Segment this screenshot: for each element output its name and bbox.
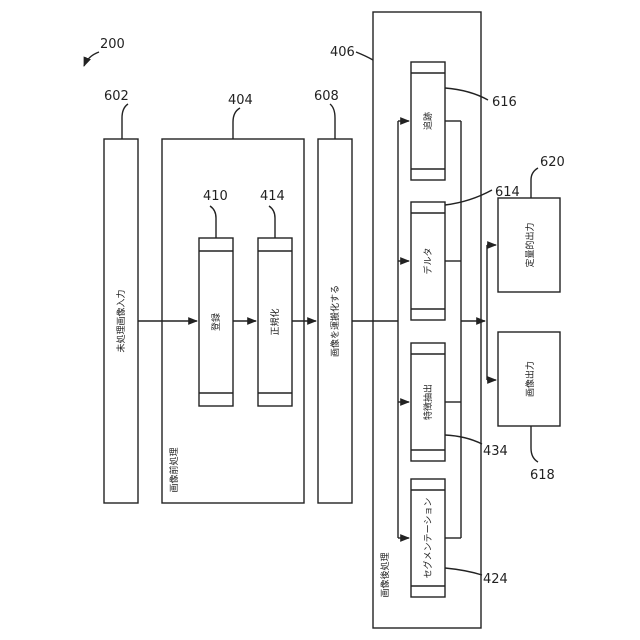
- tracking-ref: 616: [492, 95, 517, 110]
- image-output-ref: 618: [530, 468, 555, 483]
- delta-label: デルタ: [422, 247, 434, 274]
- distribute-leader: [330, 104, 335, 139]
- quant-output-ref: 620: [540, 155, 565, 170]
- preprocess-label: 画像前処理: [168, 447, 180, 492]
- segmentation-ref: 424: [483, 572, 508, 587]
- postprocess-ref: 406: [330, 45, 355, 60]
- raw-input-leader: [122, 104, 128, 139]
- tracking-label: 追跡: [422, 112, 434, 130]
- raw-input-ref: 602: [104, 89, 129, 104]
- image-output-label: 画像出力: [524, 361, 536, 397]
- quant-output-leader: [531, 168, 538, 198]
- register-ref: 410: [203, 189, 228, 204]
- figure-ref-arrow: [84, 52, 99, 66]
- normalize-ref: 414: [260, 189, 285, 204]
- normalize-label: 正規化: [269, 308, 281, 335]
- image-output-leader: [531, 426, 538, 462]
- preprocess-ref: 404: [228, 93, 253, 108]
- distribute-ref: 608: [314, 89, 339, 104]
- register-label: 登録: [210, 313, 222, 331]
- preprocess-leader: [233, 108, 240, 139]
- distribute-label: 画像を運搬化する: [329, 285, 341, 357]
- feature-label: 特徴抽出: [422, 384, 434, 420]
- figure-ref-label: 200: [100, 37, 125, 52]
- postprocess-leader: [356, 52, 373, 60]
- segmentation-label: セグメンテーション: [422, 498, 434, 579]
- quant-output-label: 定量的出力: [524, 222, 536, 267]
- raw-input-label: 未処理画像入力: [115, 289, 127, 352]
- feature-ref: 434: [483, 444, 508, 459]
- postprocess-label: 画像後処理: [379, 552, 391, 597]
